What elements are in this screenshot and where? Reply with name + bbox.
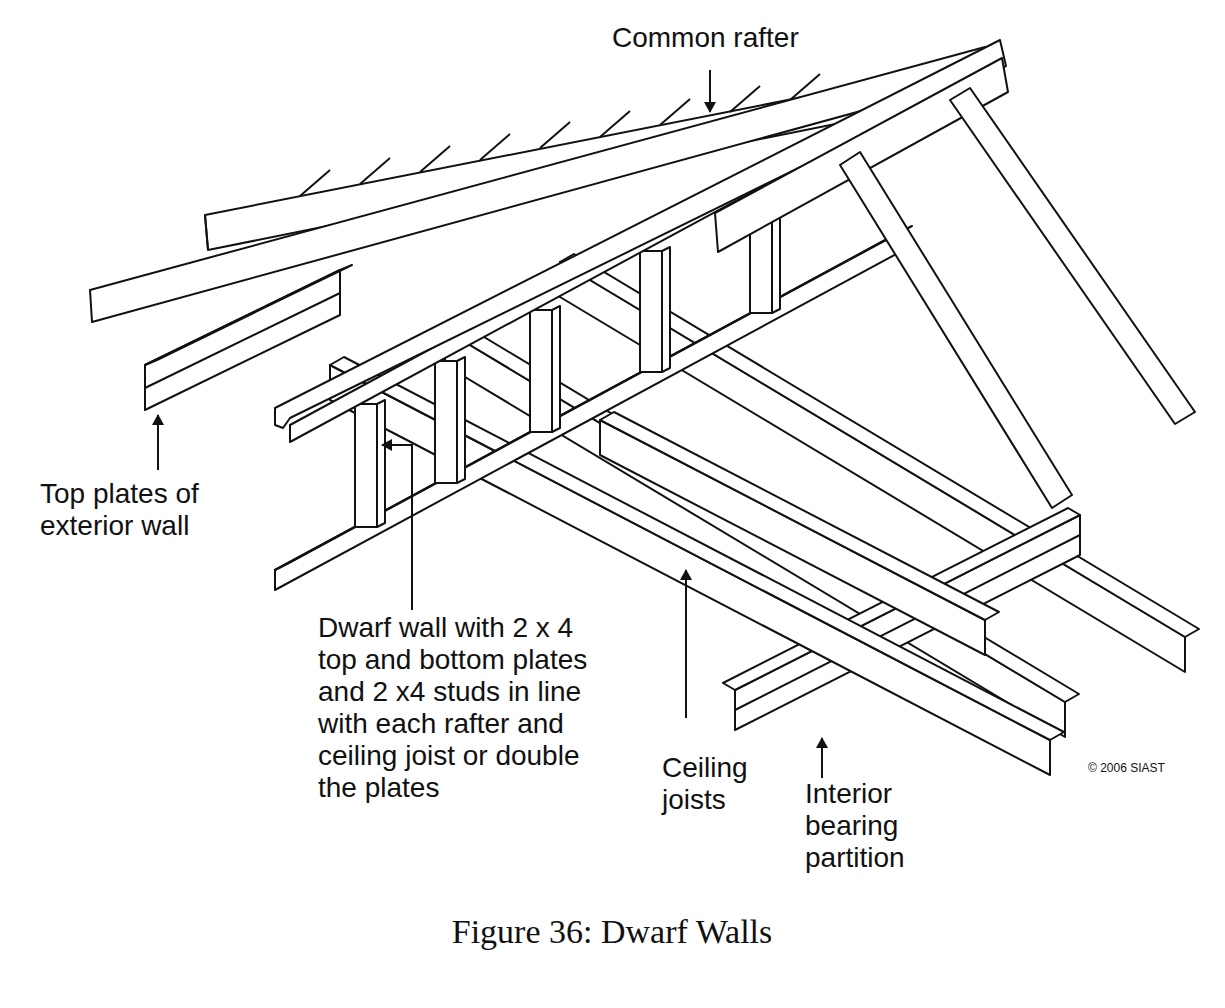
rafter: [950, 88, 1195, 424]
leader-line: [709, 70, 711, 112]
dwarf-wall-stud: [530, 306, 560, 432]
leader-line: [382, 445, 412, 610]
figure-caption: Figure 36: Dwarf Walls: [212, 912, 1012, 952]
ceiling-joist: [600, 412, 999, 655]
leader-line: [821, 738, 823, 778]
part-label: Dwarf wall with 2 x 4 top and bottom pla…: [318, 612, 618, 804]
part-label: Interior bearing partition: [805, 778, 955, 874]
leader-line: [157, 415, 159, 470]
dwarf-wall-bottom-plate: [275, 226, 912, 590]
dwarf-wall-stud: [435, 357, 465, 483]
leader-line: [685, 570, 687, 718]
part-label: Ceiling joists: [662, 752, 782, 816]
part-label: Top plates of exterior wall: [40, 478, 290, 542]
dwarf-wall-stud: [640, 247, 670, 372]
dwarf-wall-stud: [355, 400, 385, 527]
copyright-note: © 2006 SIAST: [1088, 760, 1218, 776]
part-label: Common rafter: [612, 22, 912, 54]
